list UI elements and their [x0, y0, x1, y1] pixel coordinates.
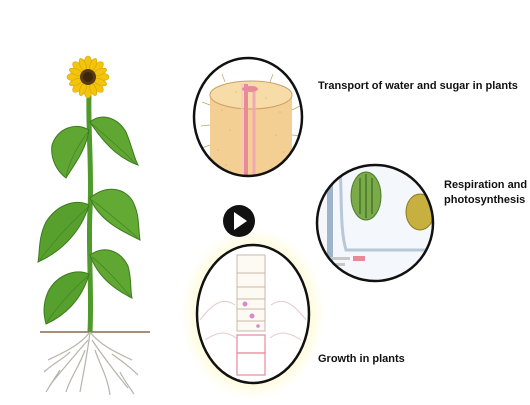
sunflower-plant-icon [37, 55, 150, 396]
play-icon [223, 205, 255, 237]
transport-topic-button[interactable] [192, 56, 304, 178]
roots [43, 331, 139, 396]
respiration-topic-button[interactable] [315, 163, 435, 283]
growth-label: Growth in plants [318, 353, 405, 365]
respiration-label: Respiration and photosynthesis [444, 179, 528, 206]
sunflower-head [66, 55, 110, 99]
growth-diagram [181, 228, 325, 400]
respiration-diagram [315, 163, 435, 283]
transport-label: Transport of water and sugar in plants [318, 80, 518, 92]
growth-topic-button[interactable] [195, 243, 312, 385]
transport-diagram [192, 56, 304, 178]
play-button[interactable] [222, 204, 256, 238]
